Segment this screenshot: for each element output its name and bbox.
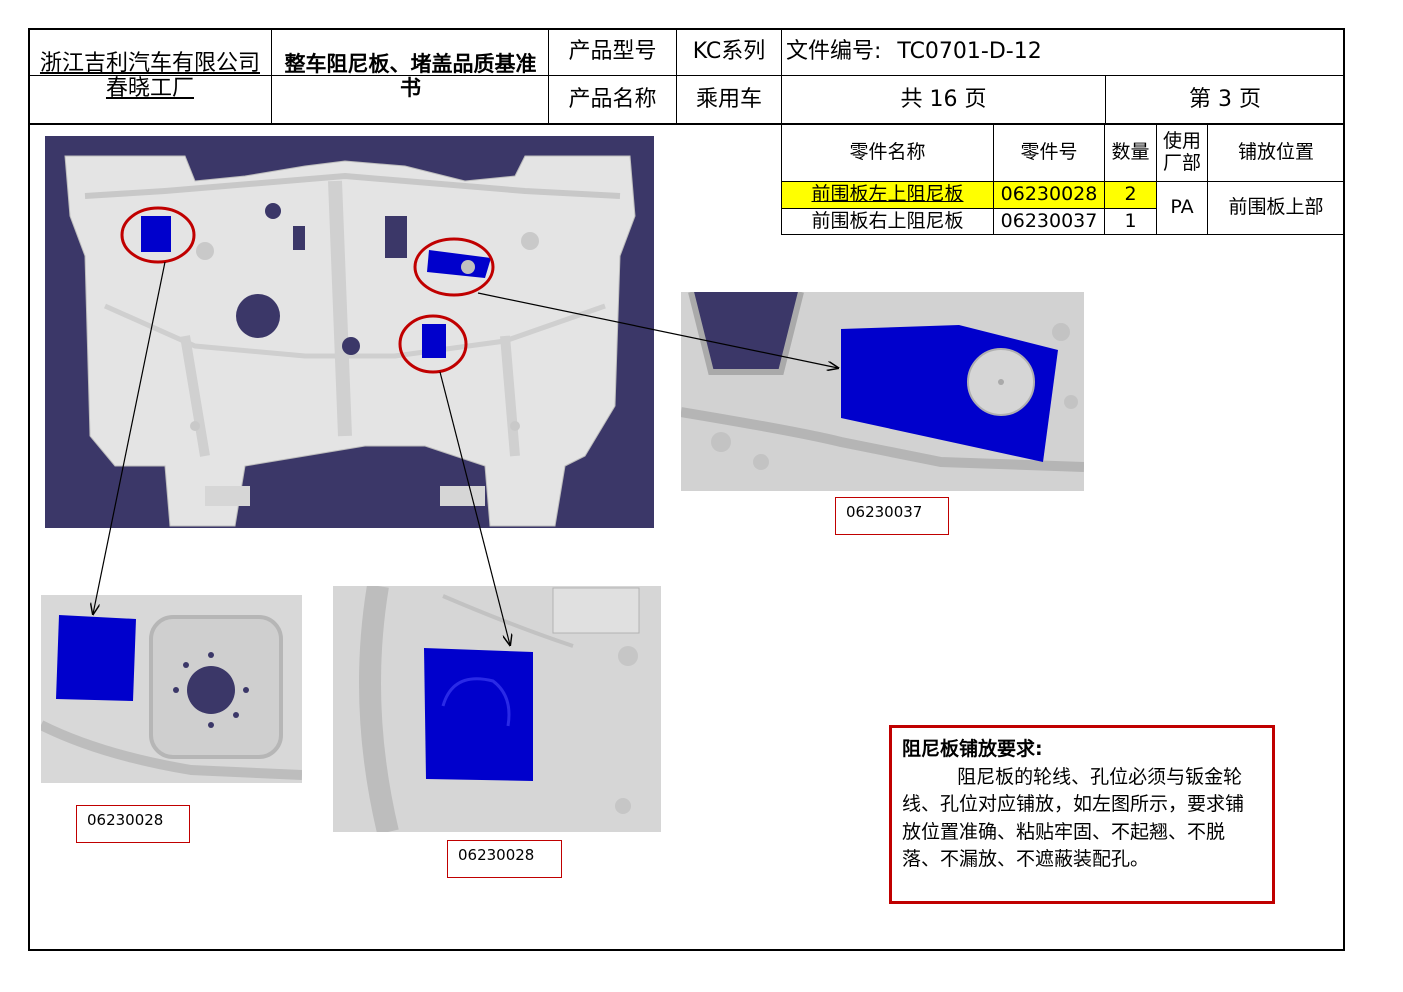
pad-06230028-left bbox=[56, 615, 136, 701]
product-name-value: 乘用车 bbox=[695, 86, 762, 112]
row1-part-number: 06230028 bbox=[994, 182, 1104, 208]
col-header-qty: 数量 bbox=[1111, 141, 1150, 164]
header-vline-5 bbox=[1105, 76, 1106, 124]
pad-center bbox=[422, 324, 446, 358]
marker-center bbox=[398, 314, 468, 374]
arrow-to-right-detail bbox=[477, 292, 838, 368]
requirements-note: 阻尼板铺放要求: 阻尼板的轮线、孔位必须与钣金轮线、孔位对应铺放，如左图所示，要… bbox=[889, 725, 1275, 904]
header-divider-bottom bbox=[28, 123, 1345, 125]
product-model-value: KC系列 bbox=[692, 39, 766, 65]
row1-qty: 2 bbox=[1105, 182, 1156, 208]
arrow-to-left-detail bbox=[93, 261, 166, 614]
callout-right-detail-id: 06230037 bbox=[835, 497, 949, 535]
file-number-value: TC0701-D-12 bbox=[897, 39, 1042, 65]
product-model-label: 产品型号 bbox=[568, 39, 657, 65]
dash-panel-overview-image bbox=[45, 136, 654, 528]
company-line-1: 浙江吉利汽车有限公司 bbox=[39, 50, 260, 76]
dash-panel-cad-drawing bbox=[45, 136, 654, 528]
requirements-title: 阻尼板铺放要求: bbox=[902, 738, 1043, 760]
header-vline-2 bbox=[548, 28, 549, 124]
row2-qty: 1 bbox=[1124, 209, 1137, 232]
col-header-part-name: 零件名称 bbox=[849, 141, 926, 164]
marker-left-upper bbox=[120, 206, 196, 264]
file-number-label: 文件编号: bbox=[786, 39, 882, 65]
total-pages: 共 16 页 bbox=[900, 86, 987, 112]
col-header-position: 铺放位置 bbox=[1237, 141, 1314, 164]
page-frame bbox=[28, 28, 1345, 951]
callout-center-detail-id: 06230028 bbox=[447, 840, 562, 878]
pad-06230028-center bbox=[424, 648, 533, 781]
header-vline-4 bbox=[781, 28, 782, 124]
company-name: 浙江吉利汽车有限公司 春晓工厂 bbox=[29, 30, 271, 122]
requirements-body: 阻尼板的轮线、孔位必须与钣金轮线、孔位对应铺放，如左图所示，要求铺放位置准确、粘… bbox=[902, 765, 1245, 871]
company-line-2: 春晓工厂 bbox=[105, 76, 194, 101]
pad-left-upper bbox=[141, 216, 171, 252]
pad-right-upper bbox=[427, 250, 491, 278]
row2-part-number: 06230037 bbox=[1000, 209, 1098, 232]
detail-image-left bbox=[41, 595, 302, 783]
row2-part-name: 前围板右上阻尼板 bbox=[811, 209, 964, 232]
document-title: 整车阻尼板、堵盖品质基准书 bbox=[284, 51, 537, 100]
col-header-plant: 使用厂部 bbox=[1162, 130, 1201, 174]
product-name-label: 产品名称 bbox=[568, 86, 657, 112]
row1-part-name: 前围板左上阻尼板 bbox=[782, 182, 993, 208]
header-vline-3 bbox=[676, 28, 677, 124]
arrow-to-center-detail bbox=[439, 371, 510, 645]
marker-right-upper bbox=[413, 237, 495, 297]
file-number: 文件编号: TC0701-D-12 bbox=[782, 29, 1344, 75]
current-page: 第 3 页 bbox=[1189, 86, 1261, 112]
col-header-part-number: 零件号 bbox=[1020, 141, 1078, 164]
callout-left-detail-id: 06230028 bbox=[76, 805, 190, 843]
detail-image-center bbox=[333, 586, 661, 832]
detail-image-right-upper bbox=[681, 292, 1084, 491]
header-vline-1 bbox=[271, 28, 272, 124]
header-divider-mid bbox=[28, 75, 1345, 76]
plant-value: PA bbox=[1170, 196, 1194, 219]
position-value: 前围板上部 bbox=[1228, 196, 1324, 219]
